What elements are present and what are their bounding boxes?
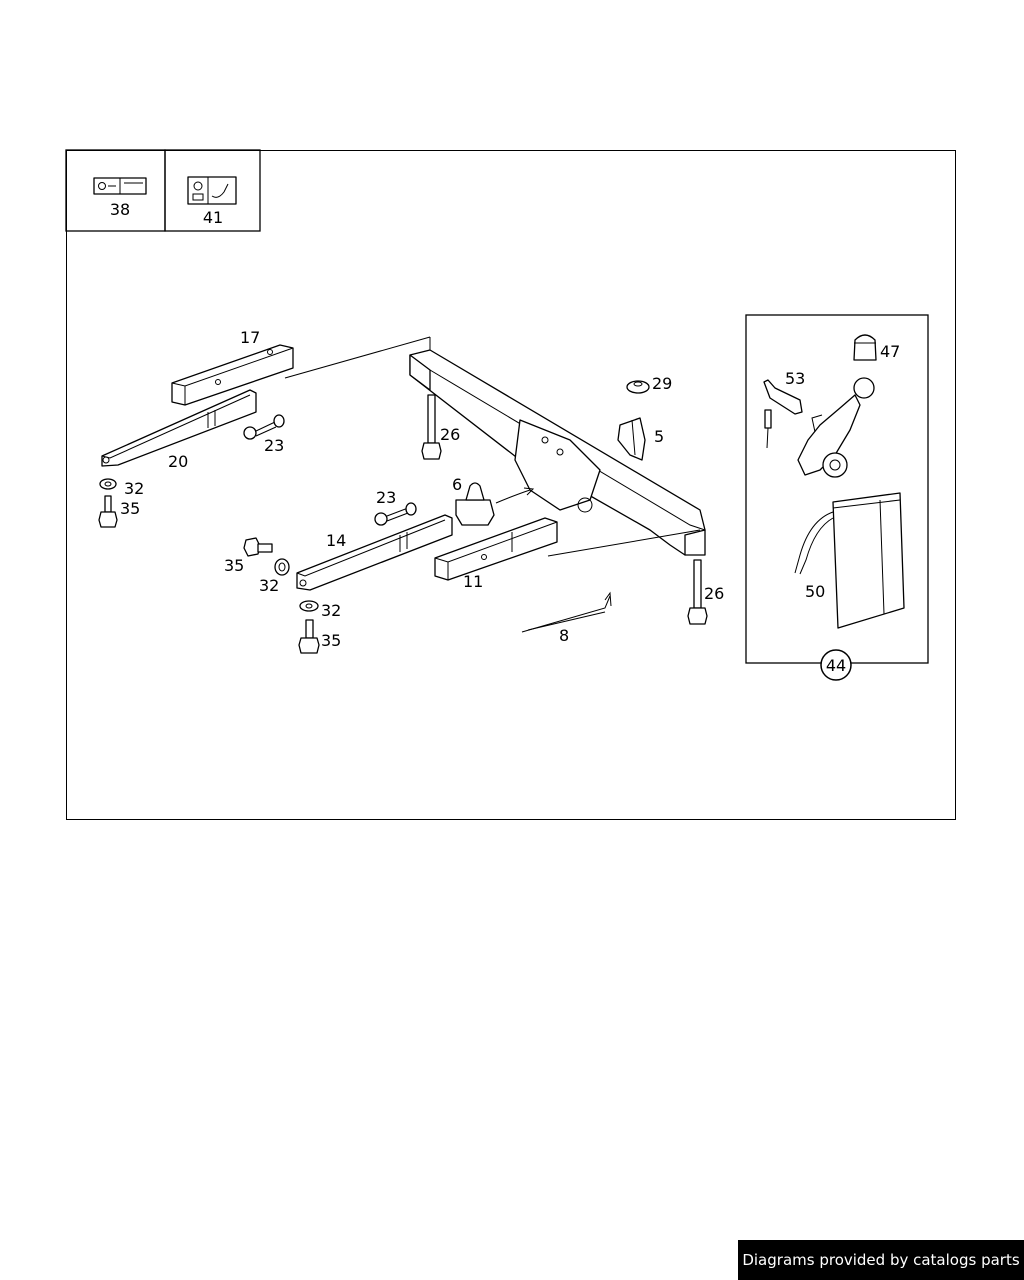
callout-35-left: 35: [120, 499, 140, 518]
legend-boxes: 38 41: [65, 149, 261, 232]
callout-23-upper: 23: [264, 436, 284, 455]
part-35-bolt-left: [98, 495, 118, 528]
part-53-lock-key: [763, 379, 803, 449]
callout-20: 20: [168, 452, 188, 471]
part-8-cable: [521, 591, 612, 633]
legend-icon-38: [93, 177, 147, 195]
callout-44: 44: [826, 656, 846, 675]
part-14-rail: [296, 514, 453, 591]
diagram-frame: [66, 150, 956, 820]
callout-29: 29: [652, 374, 672, 393]
part-23-bolt-upper: [243, 414, 285, 440]
callout-17: 17: [240, 328, 260, 347]
callout-32-left: 32: [124, 479, 144, 498]
part-32-washer-middle: [274, 558, 290, 576]
part-tow-ball-arm: [797, 377, 875, 478]
callout-labels: 17 20 23 23 32 35 35 32 32 35 14 11 6 26…: [120, 328, 900, 675]
part-32-washer-left: [99, 478, 117, 490]
part-5-bracket: [617, 417, 646, 461]
callout-53: 53: [785, 369, 805, 388]
callout-50: 50: [805, 582, 825, 601]
crossbeam: [284, 336, 706, 557]
callout-35-middle: 35: [224, 556, 244, 575]
callout-32-lower: 32: [321, 601, 341, 620]
callout-23-lower: 23: [376, 488, 396, 507]
kit-box-44: [745, 314, 929, 681]
callout-11: 11: [463, 572, 483, 591]
footer-credit: Diagrams provided by catalogs parts: [738, 1240, 1024, 1280]
callout-8: 8: [559, 626, 569, 645]
part-35-bolt-lower: [298, 619, 320, 654]
part-32-washer-lower: [299, 600, 319, 612]
part-20-rail: [101, 389, 257, 467]
part-17-bracket: [171, 344, 294, 406]
part-26-bolt-right: [687, 559, 708, 625]
part-50-cover: [794, 492, 905, 629]
legend-label-41: 41: [203, 208, 223, 227]
callout-26-upper: 26: [440, 425, 460, 444]
callout-47: 47: [880, 342, 900, 361]
kit-44-badge: [820, 649, 852, 681]
callout-26-lower: 26: [704, 584, 724, 603]
callout-35-lower: 35: [321, 631, 341, 650]
part-26-bolt-left: [421, 394, 442, 460]
part-11-bar: [434, 517, 558, 581]
part-6-socket: [455, 482, 535, 526]
legend-icon-41: [187, 176, 237, 205]
callout-32-middle: 32: [259, 576, 279, 595]
part-23-bolt-lower: [374, 502, 417, 526]
legend-label-38: 38: [110, 200, 130, 219]
callout-6: 6: [452, 475, 462, 494]
callout-14: 14: [326, 531, 346, 550]
part-29-washer: [626, 380, 650, 394]
part-35-bolt-middle: [243, 537, 273, 557]
callout-5: 5: [654, 427, 664, 446]
part-47-cap: [853, 334, 877, 361]
